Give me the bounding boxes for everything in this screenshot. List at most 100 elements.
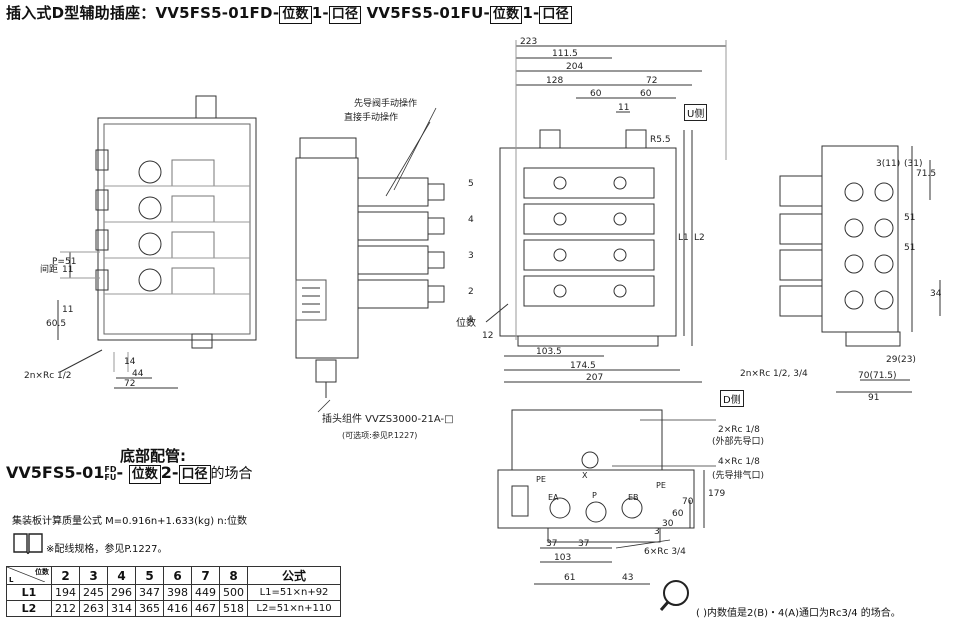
left-side-view [57,95,257,389]
top-view [485,40,727,383]
table-cell: 449 [191,584,220,601]
d-port-eb: EB [628,493,639,502]
title-mid-2: VV5FS5-01FU- [361,4,490,22]
plug-assembly-note: (可选项:参见P.1227) [342,430,417,440]
bottom-mid: 2- [160,463,179,482]
d-dim-3: 3 [654,527,660,537]
bottom-model-dash: - [116,463,124,482]
table-cell: 263 [79,600,108,617]
title-box-port-2: 口径 [539,6,572,24]
right-dim-34: 34 [930,289,942,299]
dim-l2: L2 [694,233,705,243]
d-port-pe-right: PE [656,481,666,490]
table-cell: 365 [135,600,164,617]
station-3: 3 [468,251,474,261]
left-port-label: 2n×Rc 1/2 [24,371,72,381]
title-box-stations-1: 位数 [279,6,312,24]
dim-11: 11 [618,103,629,113]
bottom-model-prefix: VV5FS5-01 [6,463,105,482]
d-dim-37-a: 37 [546,539,557,549]
left-dim-14: 14 [124,357,136,367]
left-dim-11-b: 11 [62,305,73,315]
title-box-port-1: 口径 [328,6,362,24]
dim-r5-5: R5.5 [650,135,671,145]
callout-pilot-manual: 先导阀手动操作 [354,97,417,109]
table-header-cell: 8 [219,566,248,585]
station-label: 位数 [456,316,476,329]
dim-60-b: 60 [640,89,652,99]
right-dim-31: (31) [904,159,922,169]
table-cell: 245 [79,584,108,601]
corner-diagonal-icon [7,567,45,582]
bottom-model-sup-bottom: FU [104,472,117,482]
table-cell: 314 [107,600,136,617]
d-side-view [497,409,716,585]
station-1: 1 [468,315,474,325]
d-port2-label: 4×Rc 1/8 [718,457,760,467]
table-corner: 位数 L [6,566,52,585]
mass-formula: 集装板计算质量公式 M=0.916n+1.633(kg) n:位数 [12,516,247,527]
table-header-cell: 4 [107,566,136,585]
station-2: 2 [468,287,474,297]
left-dim-44: 44 [132,369,144,379]
table-formula: L2=51×n+110 [247,600,341,617]
right-dim-70-71-5: 70(71.5) [858,371,897,381]
d-port-p: P [592,491,597,500]
right-side-view [779,145,941,393]
bottom-box-stations: 位数 [128,465,161,484]
table-cell: 416 [163,600,192,617]
dim-60-a: 60 [590,89,602,99]
left-dim-11-a: 11 [62,265,73,275]
callout-direct-manual: 直接手动操作 [344,111,398,123]
length-table: 位数 L 2 3 4 5 6 7 8 公式 L1 194 245 296 347… [6,566,341,617]
right-dim-29-23: 29(23) [886,355,916,365]
table-formula: L1=51×n+92 [247,584,341,601]
title-mid-1: 1- [311,4,329,22]
table-cell: 212 [51,600,80,617]
bottom-box-port: 口径 [178,465,211,484]
dim-207: 207 [586,373,603,383]
d-side-label: D侧 [720,390,744,407]
magnifier-icon [659,580,689,611]
title-box-stations-2: 位数 [489,6,523,24]
wiring-note: ※配线规格，参见P.1227。 [46,544,168,555]
front-view [295,107,445,413]
table-header-formula: 公式 [247,566,341,585]
table-header-cell: 5 [135,566,164,585]
table-corner-top: 位数 [35,568,49,576]
left-dim-72: 72 [124,379,135,389]
dim-223: 223 [520,37,537,47]
table-cell: 194 [51,584,80,601]
table-header-cell: 2 [51,566,80,585]
left-pitch-value: P=51 [52,257,76,267]
d-port2-note: (先导排气口) [712,469,764,481]
table-cell: 518 [219,600,248,617]
d-dim-103: 103 [554,553,571,563]
dim-111-5: 111.5 [552,49,578,59]
table-cell: 467 [191,600,220,617]
d-port-pe-left: PE [536,475,546,484]
table-row-label: L1 [6,584,52,601]
title-prefix: 插入式D型辅助插座：VV5FS5-01FD- [6,4,280,22]
table-cell: 398 [163,584,192,601]
station-4: 4 [468,215,474,225]
table-header-cell: 6 [163,566,192,585]
dim-174-5: 174.5 [570,361,596,371]
plug-assembly-label: 插头组件 VVZS3000-21A-□ [322,412,454,425]
d-port3-label: 6×Rc 3/4 [644,547,686,557]
table-row: L2 212 263 314 365 416 467 518 L2=51×n+1… [6,600,341,617]
d-port1-label: 2×Rc 1/8 [718,425,760,435]
right-dim-3-11: 3(11) [876,159,900,169]
d-port1-note: (外部先导口) [712,435,764,447]
right-port-label: 2n×Rc 1/2, 3/4 [740,369,808,379]
d-port-x: X [582,471,588,480]
left-dim-60-5: 60.5 [46,319,66,329]
bottom-suffix: 的场合 [210,466,253,482]
right-dim-51-a: 51 [904,213,915,223]
table-row: L1 194 245 296 347 398 449 500 L1=51×n+9… [6,584,341,601]
dim-204: 204 [566,62,583,72]
d-dim-60: 60 [672,509,684,519]
d-dim-61: 61 [564,573,575,583]
